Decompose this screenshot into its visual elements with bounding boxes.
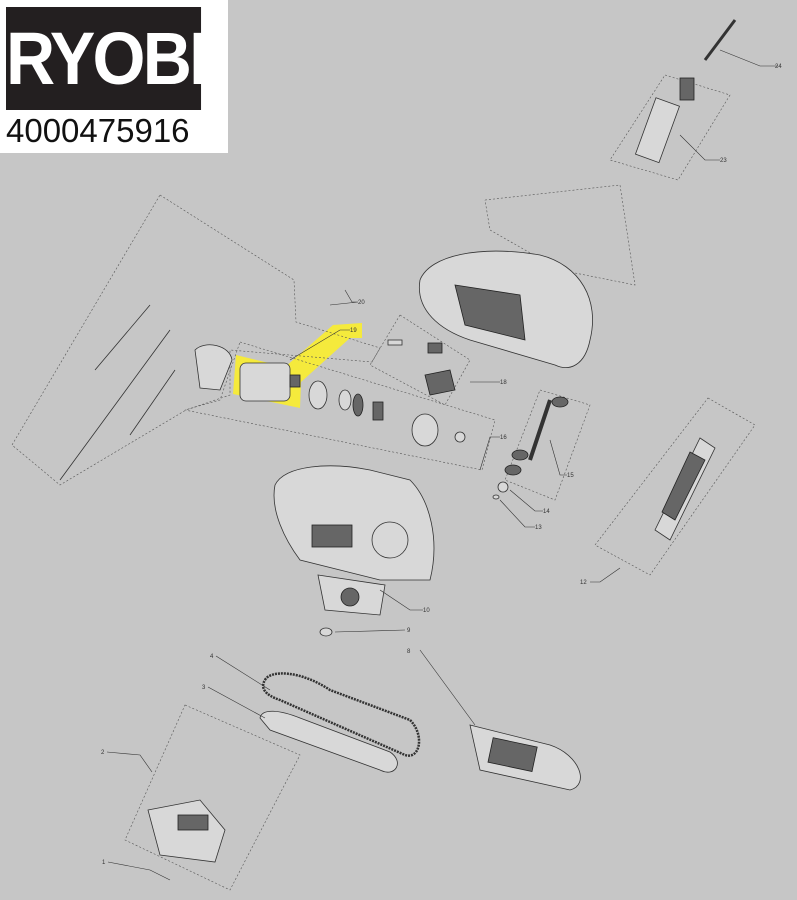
callout-24: 24 [775,64,782,70]
screw-outline [484,184,636,286]
part-number: 4000475916 [6,112,190,149]
callout-23: 23 [720,158,727,164]
rod-part [59,329,171,481]
callout-9: 9 [407,628,411,634]
callout-10: 10 [423,608,430,614]
motor [239,362,301,402]
leader-lines [106,49,778,881]
bar-cover-window [487,737,538,772]
switch-parts [387,339,456,396]
rod-part-2 [94,304,151,371]
tool-23-24 [634,19,737,164]
callout-13: 13 [535,525,542,531]
callout-15: 15 [567,473,574,479]
callout-19: 19 [350,328,357,334]
group-outline-23 [609,74,731,181]
rear-housing [418,250,593,368]
callout-18: 18 [500,380,507,386]
housing-bottom-1 [147,799,226,863]
callout-20: 20 [358,300,365,306]
callout-16: 16 [500,435,507,441]
callout-8: 8 [407,649,411,655]
ryobi-logo: RYOBI [6,7,208,110]
side-cover-12 [654,437,716,541]
group-outline-15 [504,389,591,501]
logo-panel: RYOBI 4000475916 [0,0,228,153]
group-outline-12 [594,397,756,576]
callout-4: 4 [210,654,214,660]
sprocket-cover-10 [317,574,386,637]
callout-3: 3 [202,685,206,691]
group-outline-16 [184,341,496,471]
motor-cover [194,344,233,391]
callout-1: 1 [102,860,106,866]
shaft-15 [492,396,569,500]
callout-2: 2 [101,750,105,756]
group-outline-2 [124,704,301,891]
callout-14: 14 [543,509,550,515]
front-housing [273,465,435,581]
gear-assembly [308,380,466,447]
rod-part-3 [129,369,176,436]
chain-and-bar [259,672,421,773]
callout-12: 12 [580,580,587,586]
